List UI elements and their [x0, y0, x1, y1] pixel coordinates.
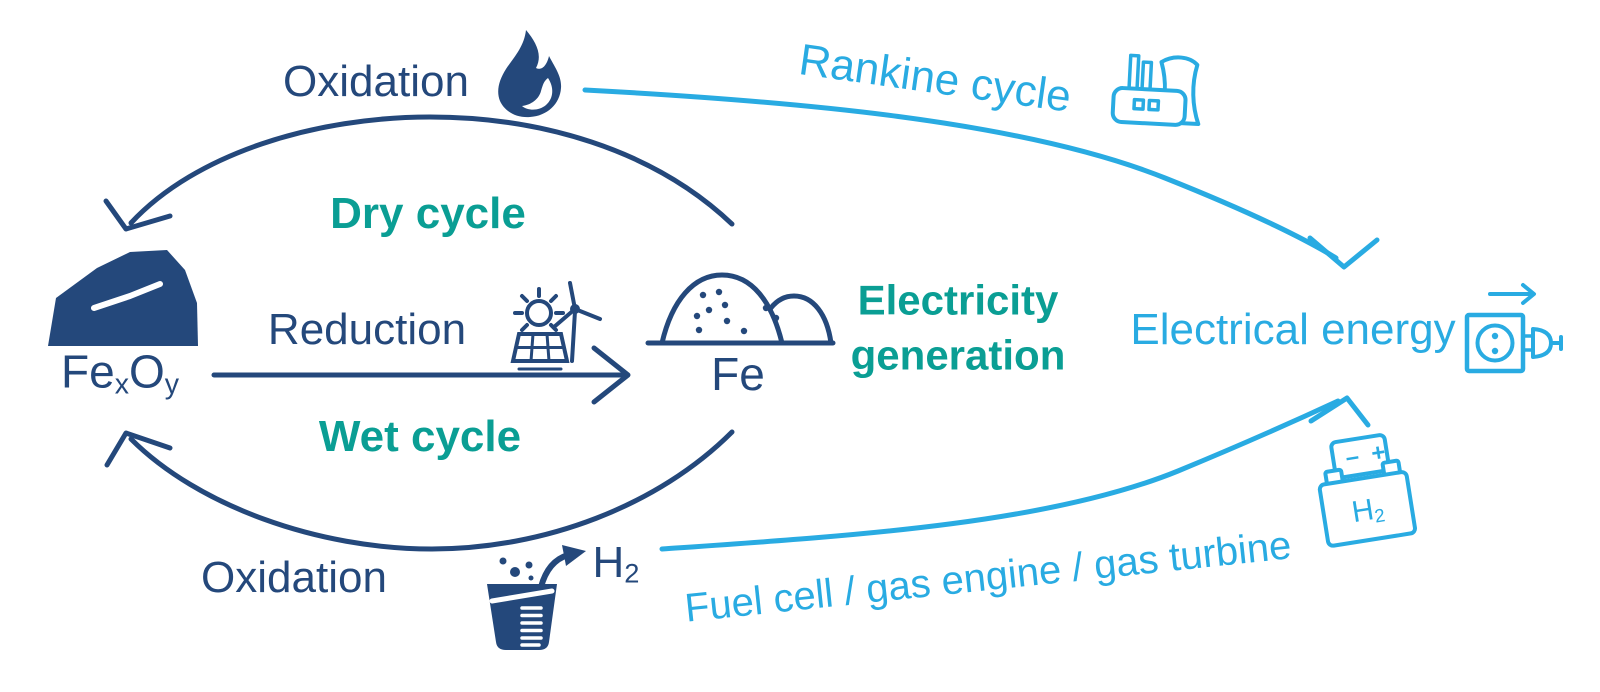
- beaker-icon: [487, 545, 586, 650]
- iron-oxide-x-sub: x: [114, 368, 129, 401]
- electrical-energy-label: Electrical energy: [1130, 304, 1456, 354]
- electricity-generation-line2: generation: [850, 332, 1066, 379]
- reduction-label: Reduction: [267, 304, 467, 354]
- iron-oxide-o: O: [128, 345, 165, 398]
- iron-oxide-formula: FexOy: [61, 345, 179, 401]
- hydrogen-label: H2: [592, 537, 640, 589]
- iron-ore-icon: [48, 250, 198, 346]
- rankine-arrow: [582, 87, 1380, 270]
- flame-icon: [498, 30, 562, 118]
- dry-cycle-label: Dry cycle: [330, 188, 526, 238]
- reduction-arrow: [211, 345, 631, 405]
- hydrogen-sub: 2: [624, 557, 640, 589]
- iron-oxide-y-sub: y: [164, 368, 179, 401]
- electricity-generation-line1: Electricity: [857, 276, 1059, 324]
- fuel-cell-battery-icon: [1317, 433, 1417, 548]
- battery-h2-h: H: [1349, 493, 1377, 530]
- fuel-cell-arrow: [659, 395, 1371, 552]
- dry-cycle-arc: [103, 114, 735, 232]
- electricity-generation-label: Electricity generation: [851, 273, 1066, 384]
- wet-cycle-arc: [104, 429, 735, 552]
- wet-cycle-label: Wet cycle: [318, 411, 522, 461]
- oxidation-top-label: Oxidation: [283, 56, 469, 106]
- renewables-icon: [510, 281, 602, 371]
- iron-powder-pile-icon: [645, 272, 836, 346]
- battery-h2-label: H2: [1349, 492, 1386, 530]
- iron-oxide-fe: Fe: [61, 345, 115, 398]
- oxidation-bottom-label: Oxidation: [201, 552, 387, 602]
- hydrogen-h: H: [592, 537, 625, 587]
- iron-label: Fe: [711, 347, 765, 400]
- factory-icon: [1110, 53, 1201, 127]
- socket-plug-icon: [1464, 283, 1563, 374]
- energy-out-arrow-icon: [1488, 283, 1536, 305]
